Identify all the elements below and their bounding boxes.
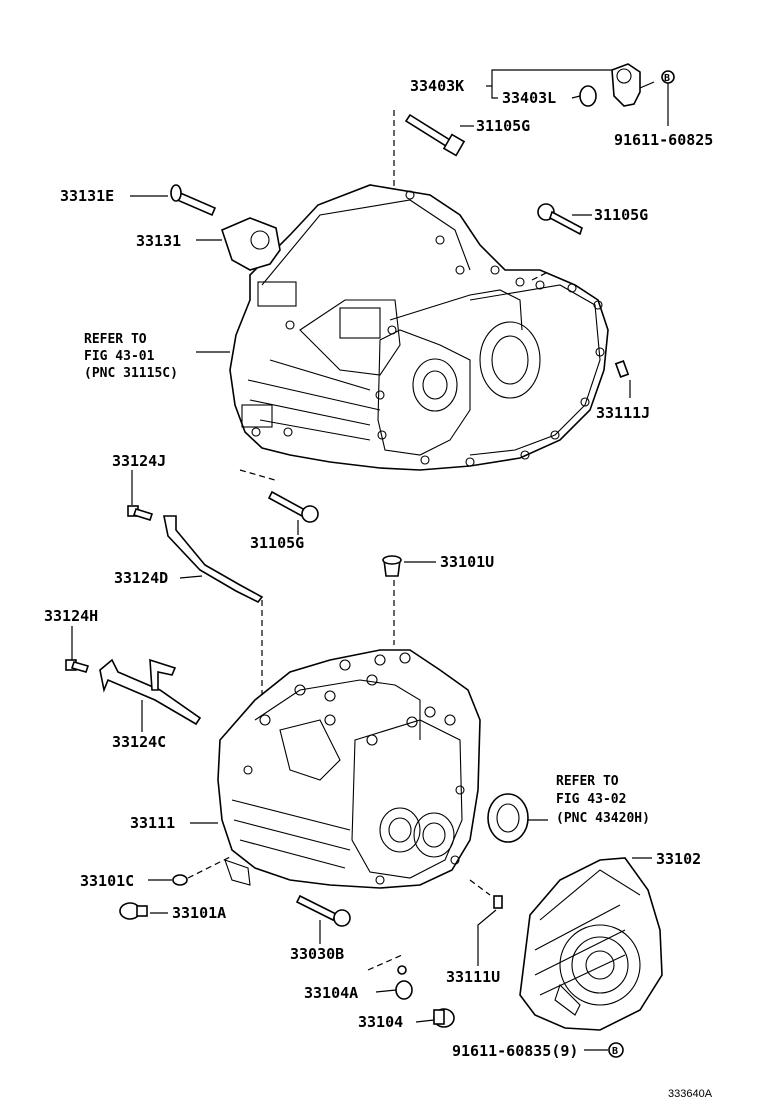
- plug-33101a: [119, 902, 148, 920]
- housing-cover-illustration: [519, 857, 663, 1031]
- leader-lines: [71, 69, 669, 1051]
- plug-33101u: [382, 555, 402, 577]
- label-33111j: 33111J: [596, 404, 650, 422]
- reference-note-2: REFER TO FIG 43-02 (PNC 43420H): [556, 774, 650, 826]
- tube-33124d: [163, 515, 264, 604]
- label-33101a: 33101A: [172, 904, 226, 922]
- reference-note-1-line3: (PNC 31115C): [84, 366, 178, 381]
- pin-33111u: [493, 895, 503, 909]
- label-33403k: 33403K: [410, 77, 464, 95]
- label-33111u: 33111U: [446, 968, 500, 986]
- plate-33131: [221, 217, 281, 271]
- reference-note-1-line2: FIG 43-01: [84, 349, 155, 364]
- bolt-31105g-mid: [267, 490, 319, 523]
- pin-33111j: [614, 360, 630, 378]
- label-33131e: 33131E: [60, 187, 114, 205]
- bolt-31105g-right: [537, 203, 583, 236]
- label-33101u: 33101U: [440, 553, 494, 571]
- reference-note-2-line2: FIG 43-02: [556, 792, 626, 807]
- label-33104a: 33104A: [304, 984, 358, 1002]
- label-33124d: 33124D: [114, 569, 168, 587]
- label-33124c: 33124C: [112, 733, 166, 751]
- label-33104: 33104: [358, 1013, 403, 1031]
- diagram-code: 333640A: [668, 1088, 713, 1100]
- reference-note-1-line1: REFER TO: [84, 332, 147, 347]
- marker-b-bottom-letter: B: [612, 1046, 618, 1057]
- label-31105g-right: 31105G: [594, 206, 648, 224]
- label-31105g-top: 31105G: [476, 117, 530, 135]
- dashed-alignment-lines: [187, 110, 549, 971]
- label-33403l: 33403L: [502, 89, 556, 107]
- reference-note-1: REFER TO FIG 43-01 (PNC 31115C): [84, 332, 178, 381]
- bolt-33124h: [65, 659, 90, 673]
- plug-33104: [433, 1008, 455, 1028]
- bolt-33124j: [127, 505, 154, 521]
- bolt-33030b: [295, 894, 351, 927]
- label-31105g-mid: 31105G: [250, 534, 304, 552]
- label-91611-60825: 91611-60825: [614, 131, 713, 149]
- label-33124h: 33124H: [44, 607, 98, 625]
- label-33111: 33111: [130, 814, 175, 832]
- label-91611-60835: 91611-60835(9): [452, 1042, 578, 1060]
- marker-b-bottom: [608, 1042, 624, 1058]
- washer-33104a: [395, 965, 413, 1000]
- label-33102: 33102: [656, 850, 701, 868]
- oil-seal-illustration: [487, 793, 529, 843]
- label-33030b: 33030B: [290, 945, 344, 963]
- transaxle-case-illustration: [229, 184, 609, 471]
- gasket-33101c: [172, 874, 188, 886]
- label-33124j: 33124J: [112, 452, 166, 470]
- bolt-31105g-top: [404, 113, 466, 157]
- reference-note-2-line3: (PNC 43420H): [556, 811, 650, 826]
- bracket-33124c: [99, 658, 202, 726]
- label-33131: 33131: [136, 232, 181, 250]
- transaxle-housing-illustration: [217, 649, 481, 889]
- label-33101c: 33101C: [80, 872, 134, 890]
- marker-b-top-letter: B: [664, 73, 670, 84]
- bolt-33131e: [170, 184, 217, 217]
- reference-note-2-line1: REFER TO: [556, 774, 619, 789]
